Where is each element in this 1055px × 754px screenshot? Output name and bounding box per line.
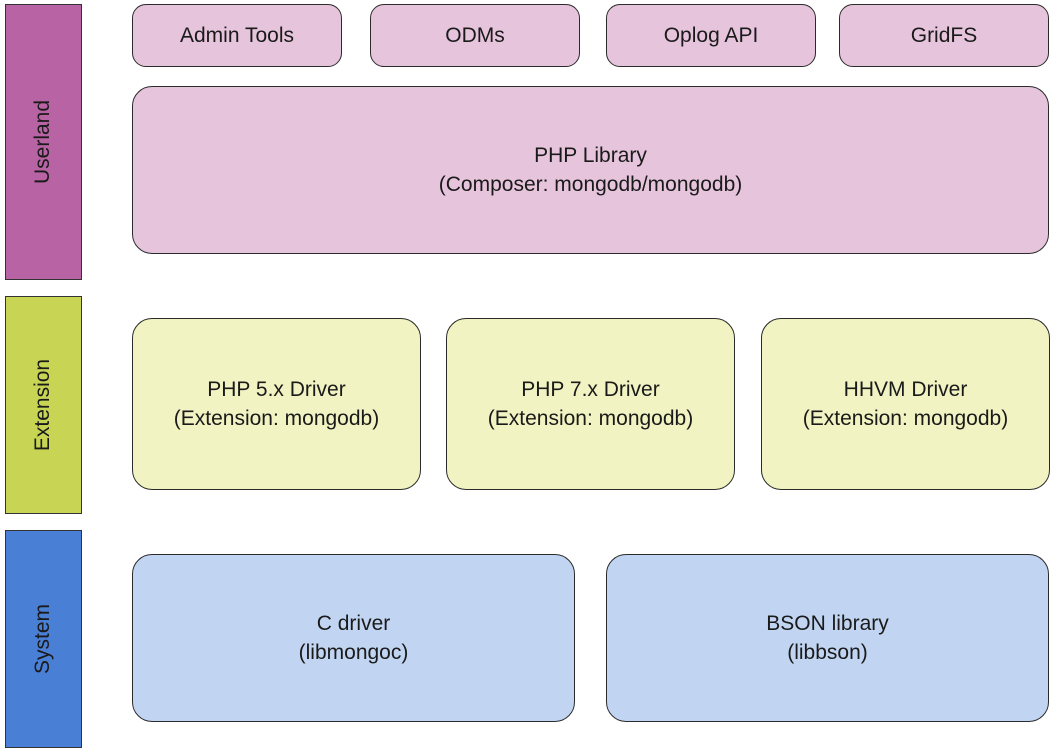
- layer-label-extension: Extension: [5, 296, 82, 514]
- php-library-subtitle: (Composer: mongodb/mongodb): [438, 173, 743, 196]
- oplog-api-label: Oplog API: [663, 24, 759, 47]
- c-driver-box: C driver (libmongoc): [132, 554, 575, 722]
- c-driver-subtitle: (libmongoc): [298, 641, 409, 664]
- bson-library-title: BSON library: [766, 612, 889, 635]
- admin-tools-box: Admin Tools: [132, 4, 342, 67]
- oplog-api-box: Oplog API: [606, 4, 816, 67]
- extension-label: Extension: [31, 358, 55, 452]
- php-library-title: PHP Library: [534, 144, 647, 167]
- gridfs-box: GridFS: [839, 4, 1049, 67]
- php-library-box: PHP Library (Composer: mongodb/mongodb): [132, 86, 1049, 254]
- hhvm-driver-box: HHVM Driver (Extension: mongodb): [761, 318, 1050, 490]
- php5-driver-subtitle: (Extension: mongodb): [173, 407, 380, 430]
- php5-driver-box: PHP 5.x Driver (Extension: mongodb): [132, 318, 421, 490]
- php7-driver-subtitle: (Extension: mongodb): [487, 407, 694, 430]
- admin-tools-label: Admin Tools: [179, 24, 294, 47]
- layer-label-system: System: [5, 530, 82, 748]
- system-label: System: [31, 603, 55, 675]
- bson-library-subtitle: (libbson): [787, 641, 868, 664]
- hhvm-driver-title: HHVM Driver: [843, 378, 968, 401]
- layer-label-userland: Userland: [5, 4, 82, 280]
- php5-driver-title: PHP 5.x Driver: [207, 378, 346, 401]
- c-driver-title: C driver: [316, 612, 391, 635]
- gridfs-label: GridFS: [910, 24, 978, 47]
- bson-library-box: BSON library (libbson): [606, 554, 1049, 722]
- userland-label: Userland: [31, 99, 55, 185]
- odms-label: ODMs: [445, 24, 505, 47]
- hhvm-driver-subtitle: (Extension: mongodb): [802, 407, 1009, 430]
- php7-driver-title: PHP 7.x Driver: [521, 378, 660, 401]
- odms-box: ODMs: [370, 4, 580, 67]
- php7-driver-box: PHP 7.x Driver (Extension: mongodb): [446, 318, 735, 490]
